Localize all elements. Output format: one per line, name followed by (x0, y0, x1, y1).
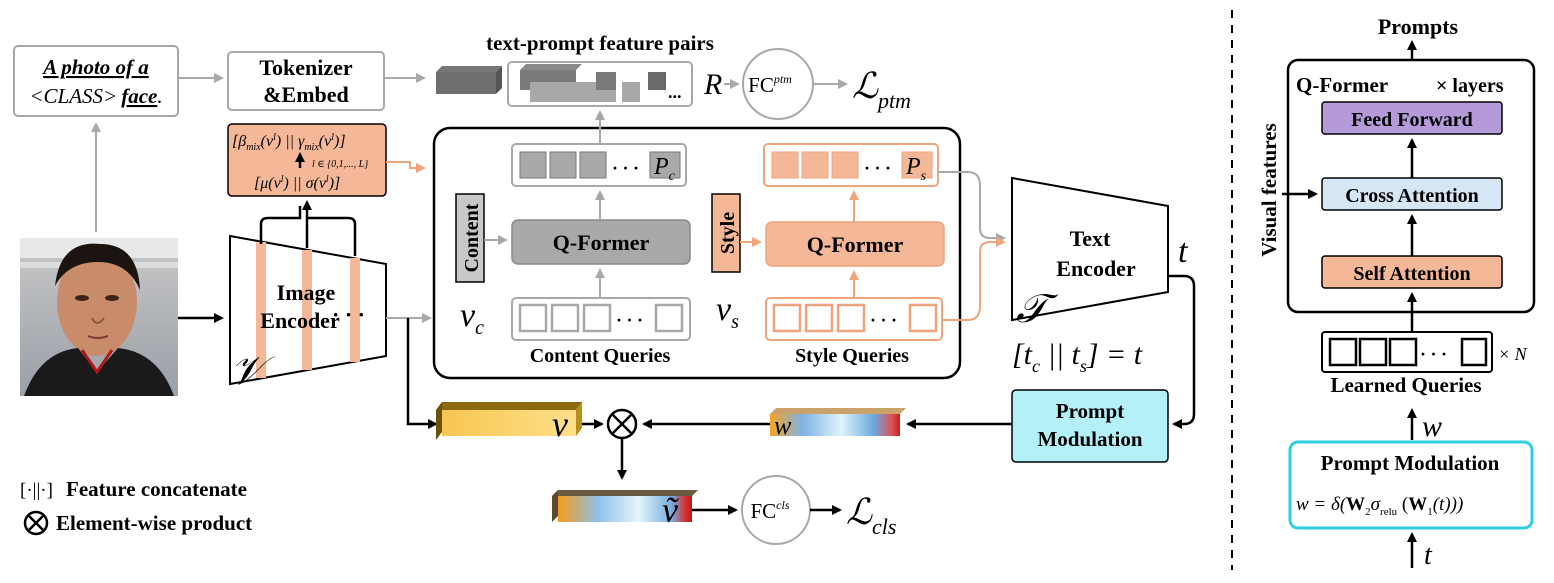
text-encoder: Text Encoder 𝒯 (1011, 176, 1169, 331)
rp-learned-queries: · · · (1321, 331, 1493, 373)
tokenizer-embed-box: Tokenizer &Embed (227, 51, 385, 111)
legend: [·||·] Feature concatenate Element-wise … (20, 477, 252, 536)
prompt-modulation-box: Prompt Modulation (1011, 389, 1169, 463)
rp-self-attention: Self Attention (1321, 255, 1503, 289)
svg-text:Pc: Pc (653, 154, 676, 184)
text-feature-block (436, 66, 502, 94)
legend-concat-symbol: [·||·] (20, 480, 53, 501)
arrow-stats-to-qformer (386, 161, 426, 173)
rp-times-n: × N (1498, 344, 1528, 364)
style-tag: Style (711, 193, 741, 273)
arrow-content-prompts-to-text-encoder (938, 171, 1006, 243)
rp-learned-queries-label: Learned Queries (1330, 373, 1481, 397)
layer-index-range: l ∈ {0,1,..., L} (312, 159, 368, 170)
content-qformer: Q-Former (511, 219, 691, 265)
svg-text:<CLASS>face.: <CLASS>face. (29, 84, 162, 108)
svg-text:v: v (552, 404, 568, 444)
arrow-t-to-prompt-modulation (1168, 274, 1196, 429)
text-encoder-line2: Encoder (1056, 256, 1136, 281)
style-queries: · · · (765, 297, 943, 341)
fc-ptm-node: FCptm (742, 48, 814, 120)
prompt-modulation-line2: Modulation (1037, 427, 1142, 451)
svg-text:· · ·: · · · (864, 158, 891, 178)
rp-t-label: t (1424, 540, 1433, 571)
style-qformer-label: Q-Former (807, 232, 904, 257)
pairs-ellipsis: ... (668, 82, 682, 102)
style-qformer: Q-Former (765, 221, 945, 267)
vc-label: vc (460, 297, 484, 339)
svg-text:· · ·: · · · (612, 158, 639, 178)
fc-cls-node: FCcls (741, 475, 811, 545)
text-prompt-pairs-box: ... (507, 61, 693, 107)
image-encoder-dots: · · · (332, 302, 365, 327)
content-prompt-tokens: · · · Pc (511, 143, 687, 187)
rp-prompt-modulation-box: Prompt Modulation w = δ(W2σrelu (W1(t))) (1288, 440, 1534, 530)
prompt-template-face: face (121, 84, 157, 108)
element-wise-product-node (606, 408, 638, 440)
svg-text:· · ·: · · · (870, 310, 897, 330)
svg-text:Cross Attention: Cross Attention (1345, 185, 1479, 207)
rp-modulation-equation: w = δ(W2σrelu (W1(t))) (1296, 494, 1463, 518)
content-tag-label: Content (461, 203, 483, 272)
arrow-encoder-to-v (406, 318, 438, 429)
svg-text:· · ·: · · · (1420, 344, 1447, 364)
svg-text:Prompt Modulation: Prompt Modulation (1321, 451, 1500, 475)
rp-prompts-label: Prompts (1378, 14, 1459, 39)
loss-ptm: ℒptm (852, 66, 911, 113)
legend-product-text: Element-wise product (56, 511, 252, 535)
tokenizer-label: Tokenizer (259, 55, 353, 80)
content-queries-label: Content Queries (530, 345, 671, 367)
prompt-template-line1: A photo of a (41, 55, 149, 79)
content-qformer-label: Q-Former (553, 230, 650, 255)
concat-equation: [tc || ts] = t (1012, 338, 1143, 376)
style-prompt-tokens: · · · Ps (763, 143, 939, 187)
text-encoder-line1: Text (1070, 226, 1111, 251)
svg-text:Self Attention: Self Attention (1353, 263, 1470, 285)
v-vector: v (436, 402, 582, 444)
svg-text:FCptm: FCptm (748, 72, 792, 97)
rp-cross-attention: Cross Attention (1321, 177, 1503, 211)
style-queries-label: Style Queries (795, 345, 909, 367)
prompt-modulation-line1: Prompt (1056, 399, 1124, 423)
svg-text:w: w (774, 411, 792, 440)
input-face-photo (20, 238, 178, 396)
rp-layers-label: × layers (1436, 75, 1504, 97)
content-tag: Content (455, 193, 485, 283)
svg-text:ṽ: ṽ (662, 490, 679, 530)
svg-text:[μ(vl) || σ(vl)]: [μ(vl) || σ(vl)] (254, 174, 340, 192)
svg-text:Feed Forward: Feed Forward (1351, 109, 1473, 131)
prompt-template-class: <CLASS> (29, 84, 117, 108)
prompt-template-box: A photo of a <CLASS>face. (13, 45, 179, 117)
legend-concat-text: Feature concatenate (66, 477, 247, 501)
rp-visual-features-label: Visual features (1257, 123, 1281, 257)
vs-label: vs (716, 291, 739, 333)
image-encoder-line2: Encoder (260, 308, 340, 333)
svg-text:[βmix(vl) || γmix(vl)]: [βmix(vl) || γmix(vl)] (232, 132, 346, 153)
rp-feed-forward: Feed Forward (1321, 101, 1503, 135)
mix-statistics-box: [βmix(vl) || γmix(vl)] l ∈ {0,1,..., L} … (227, 123, 387, 197)
svg-text:· · ·: · · · (616, 310, 643, 330)
arrow-style-prompts-to-text-encoder (942, 237, 1006, 321)
rp-qformer-label: Q-Former (1296, 73, 1388, 97)
image-encoder-line1: Image (277, 280, 336, 305)
v-tilde-vector: ṽ (552, 490, 698, 530)
R-label: R (703, 68, 722, 101)
loss-cls: ℒcls (846, 492, 896, 539)
rp-w-label: w (1422, 410, 1442, 443)
t-output-label: t (1178, 233, 1189, 270)
w-vector: w (770, 408, 906, 440)
text-prompt-pairs-label: text-prompt feature pairs (486, 31, 714, 55)
svg-text:FCcls: FCcls (750, 498, 789, 523)
image-encoder: Image Encoder · · · 𝒱 (229, 234, 387, 393)
embed-label: &Embed (263, 82, 349, 107)
content-queries: · · · (511, 297, 691, 341)
svg-text:Ps: Ps (905, 154, 927, 184)
style-tag-label: Style (717, 212, 739, 254)
